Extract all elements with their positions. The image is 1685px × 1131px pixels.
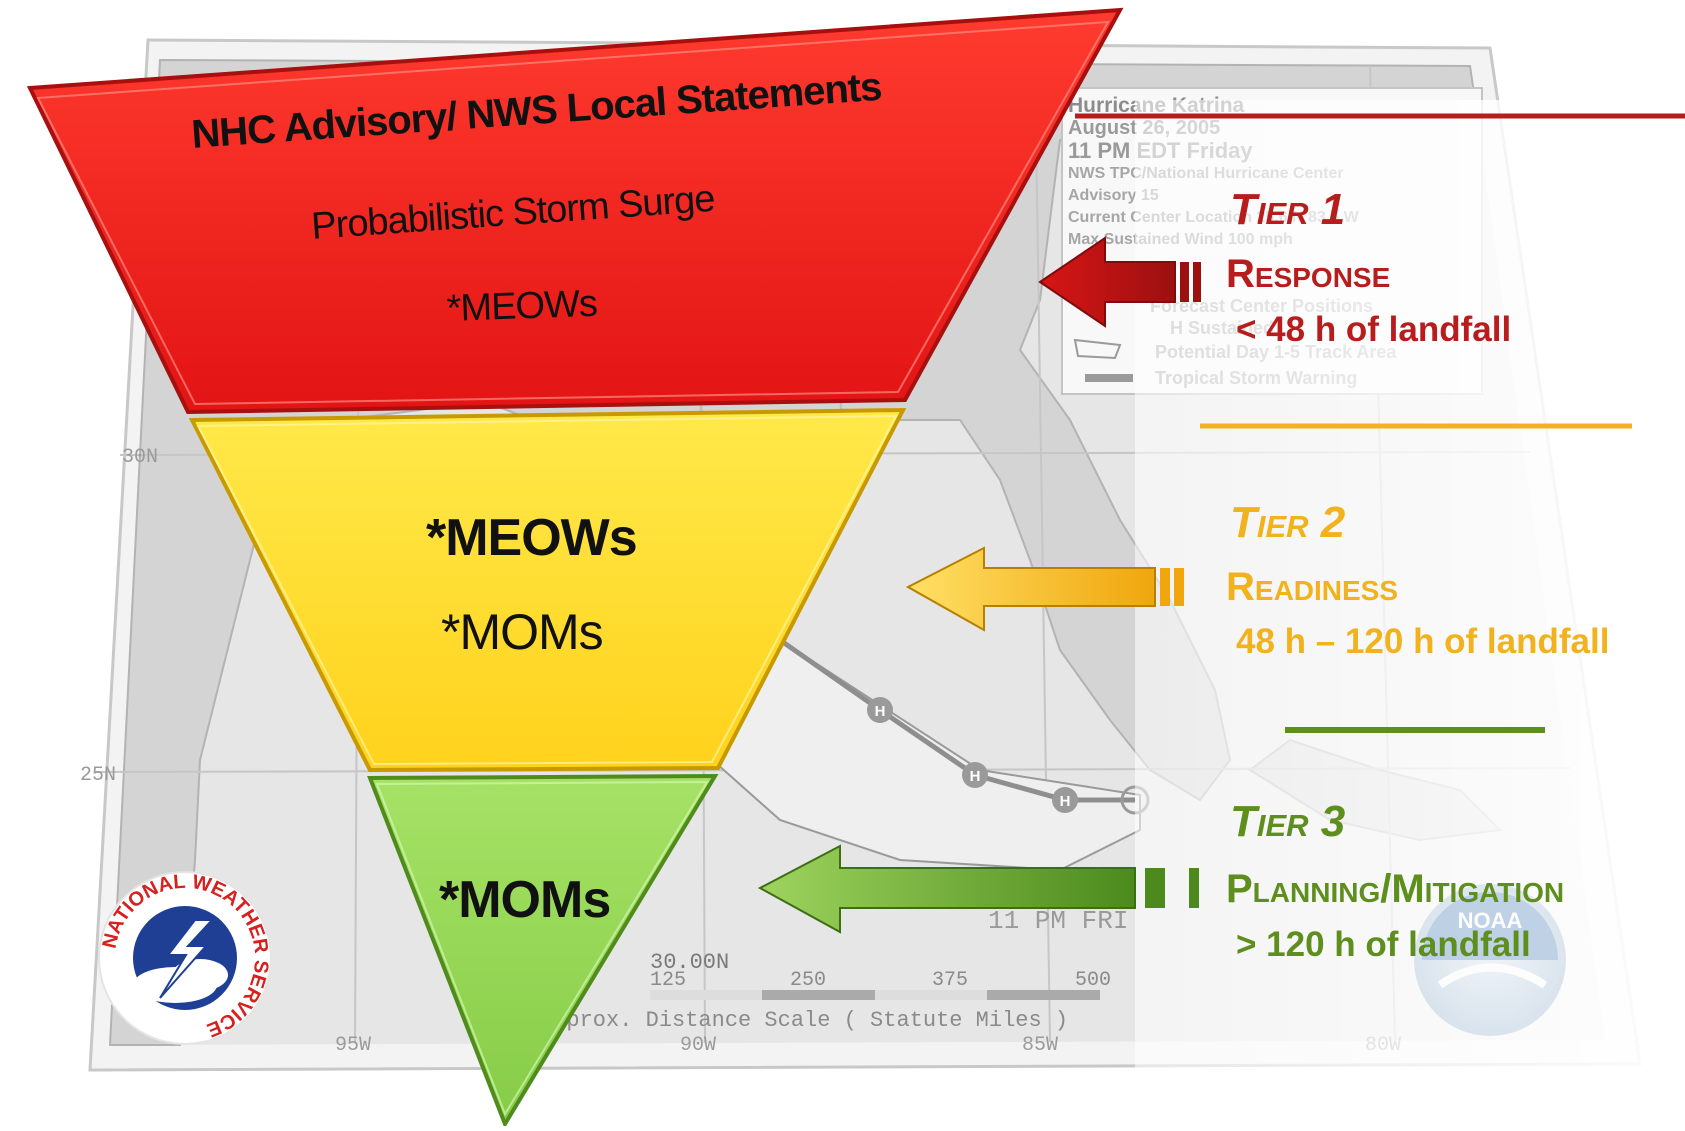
tier2-time: 48 h – 120 h of landfall (1236, 622, 1610, 661)
arrow-tier3 (757, 844, 1199, 934)
pyramid-tier-red (26, 7, 1124, 415)
nws-logo: NATIONAL WEATHER SERVICE (98, 871, 272, 1045)
track-marker-label: H (1060, 793, 1071, 810)
tier3-title: Tier 3 (1230, 797, 1346, 846)
yellow-line-1: *MEOWs (426, 509, 638, 567)
tier1-time: < 48 h of landfall (1236, 310, 1512, 349)
scale-tick: 375 (932, 969, 968, 992)
red-line-3: *MEOWs (446, 282, 598, 330)
lon-label: 85W (1022, 1034, 1058, 1057)
lat-label: 30N (122, 446, 158, 469)
distance-scale: 30.00N 125 250 375 500 Approx. Distance … (540, 950, 1111, 1033)
tier3-time: > 120 h of landfall (1236, 925, 1531, 964)
tier1-name: Response (1226, 252, 1391, 296)
tier2-title: Tier 2 (1230, 498, 1346, 547)
fade-overlay (1135, 100, 1685, 1100)
arrow-tier1 (1038, 236, 1201, 328)
arrow-tier2 (905, 546, 1184, 632)
tier1-title: Tier 1 (1230, 185, 1346, 234)
green-line-1: *MOMs (439, 871, 611, 929)
noaa-logo-text: NOAA (1458, 908, 1523, 933)
lat-label: 25N (80, 764, 116, 787)
scale-tick: 500 (1075, 969, 1111, 992)
pyramid-tier-green (367, 773, 719, 1129)
tier3-name: Planning/Mitigation (1226, 867, 1565, 911)
scale-tick: 125 (650, 969, 686, 992)
time-label: 11 PM FRI (988, 906, 1128, 936)
lon-label: 90W (680, 1034, 716, 1057)
inverted-pyramid (26, 7, 1124, 1129)
pyramid-tier-yellow (188, 407, 907, 773)
track-marker-label: H (970, 768, 981, 785)
coordinate-text: 30.00N (650, 950, 729, 975)
noaa-logo: NOAA (1414, 884, 1566, 1036)
lon-label: 95W (335, 1034, 371, 1057)
yellow-line-2: *MOMs (441, 604, 604, 660)
scale-caption: Approx. Distance Scale ( Statute Miles ) (540, 1008, 1068, 1033)
scale-tick: 250 (790, 969, 826, 992)
tier2-name: Readiness (1226, 565, 1399, 609)
track-marker-label: H (875, 703, 886, 720)
